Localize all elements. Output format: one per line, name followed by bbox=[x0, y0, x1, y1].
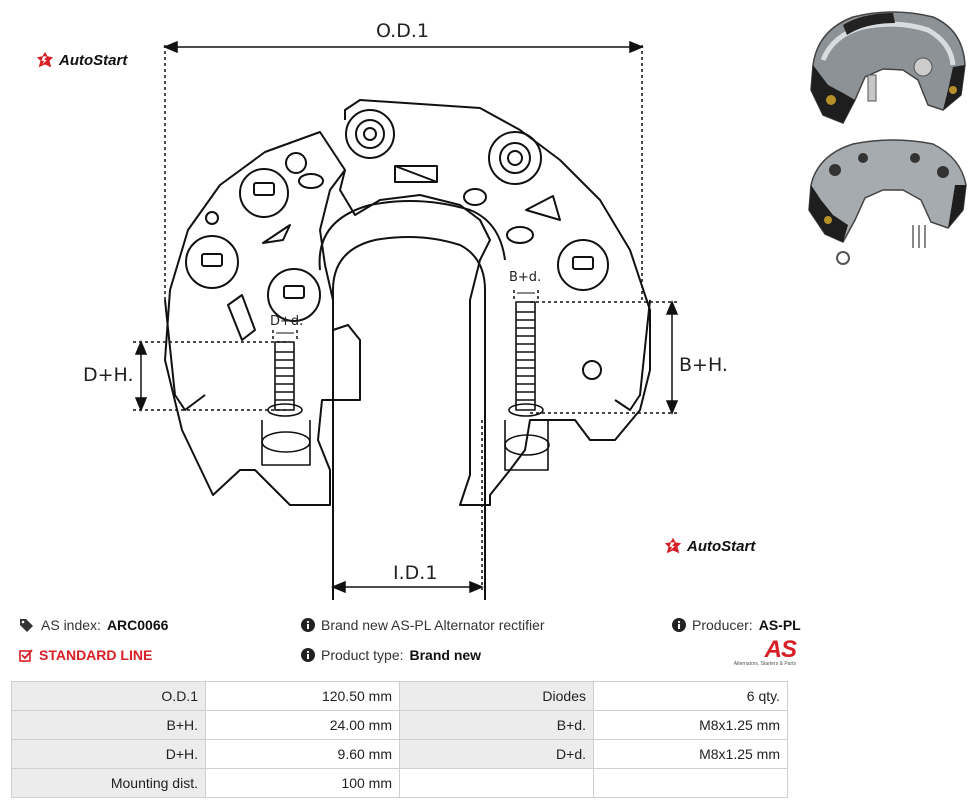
rectifier-diagram bbox=[133, 40, 680, 600]
spec-value: M8x1.25 mm bbox=[593, 739, 788, 769]
id-label: I.D.1 bbox=[393, 562, 438, 584]
producer-value: AS-PL bbox=[758, 617, 801, 633]
table-row: O.D.1 120.50 mm Diodes 6 qty. bbox=[11, 681, 788, 711]
spec-label: B+H. bbox=[11, 710, 206, 740]
autostart-mark-icon bbox=[664, 537, 682, 554]
spec-value: 9.60 mm bbox=[205, 739, 400, 769]
producer-label: Producer: bbox=[692, 617, 753, 633]
producer: Producer: AS-PL bbox=[672, 617, 801, 633]
tags-icon bbox=[20, 619, 33, 632]
table-row: Mounting dist. 100 mm bbox=[11, 768, 788, 798]
info-icon bbox=[301, 648, 315, 662]
table-row: D+H. 9.60 mm D+d. M8x1.25 mm bbox=[11, 739, 788, 769]
spec-value: 100 mm bbox=[205, 768, 400, 798]
product-type-value: Brand new bbox=[409, 647, 482, 663]
standard-line-text: STANDARD LINE bbox=[39, 647, 153, 663]
spec-value: 24.00 mm bbox=[205, 710, 400, 740]
spec-label: Mounting dist. bbox=[11, 768, 206, 798]
product-photo-bottom bbox=[808, 139, 967, 265]
product-photo-top bbox=[810, 11, 966, 124]
dd-label: D+d. bbox=[270, 314, 304, 329]
autostart-logo-text: AutoStart bbox=[59, 51, 128, 69]
spec-label: O.D.1 bbox=[11, 681, 206, 711]
aspl-logo-tagline: Alternators, Starters & Parts bbox=[733, 661, 796, 667]
table-row: B+H. 24.00 mm B+d. M8x1.25 mm bbox=[11, 710, 788, 740]
autostart-logo-text: AutoStart bbox=[687, 537, 756, 555]
standard-line-badge: STANDARD LINE bbox=[19, 647, 152, 663]
as-index: AS index: ARC0066 bbox=[19, 617, 168, 633]
dh-label: D+H. bbox=[83, 364, 134, 386]
spec-value: M8x1.25 mm bbox=[593, 710, 788, 740]
info-icon bbox=[301, 618, 315, 632]
product-type: Product type: Brand new bbox=[301, 647, 481, 663]
spec-label: D+d. bbox=[399, 739, 594, 769]
spec-value: 6 qty. bbox=[593, 681, 788, 711]
spec-label bbox=[399, 768, 594, 798]
bh-label: B+H. bbox=[679, 354, 728, 376]
product-type-label: Product type: bbox=[321, 647, 404, 663]
as-index-label: AS index: bbox=[41, 617, 101, 633]
autostart-logo-bottom: AutoStart bbox=[664, 537, 755, 555]
spec-label: D+H. bbox=[11, 739, 206, 769]
spec-value bbox=[593, 768, 788, 798]
aspl-logo: AS Alternators, Starters & Parts bbox=[716, 636, 797, 668]
left-bolt bbox=[261, 341, 311, 466]
spec-label: Diodes bbox=[399, 681, 594, 711]
product-photos bbox=[808, 11, 967, 265]
specs-table: O.D.1 120.50 mm Diodes 6 qty. B+H. 24.00… bbox=[11, 681, 788, 798]
od-label: O.D.1 bbox=[376, 20, 429, 42]
autostart-mark-icon bbox=[36, 51, 54, 68]
as-index-value: ARC0066 bbox=[106, 617, 169, 633]
bd-label: B+d. bbox=[509, 270, 542, 285]
right-bolt bbox=[504, 301, 550, 471]
aspl-logo-text: AS bbox=[764, 636, 797, 663]
spec-label: B+d. bbox=[399, 710, 594, 740]
spec-value: 120.50 mm bbox=[205, 681, 400, 711]
info-icon bbox=[672, 618, 686, 632]
autostart-logo-top: AutoStart bbox=[36, 51, 127, 69]
product-description: Brand new AS-PL Alternator rectifier bbox=[301, 617, 545, 633]
checkbox-icon bbox=[19, 648, 33, 662]
description-text: Brand new AS-PL Alternator rectifier bbox=[321, 617, 545, 633]
